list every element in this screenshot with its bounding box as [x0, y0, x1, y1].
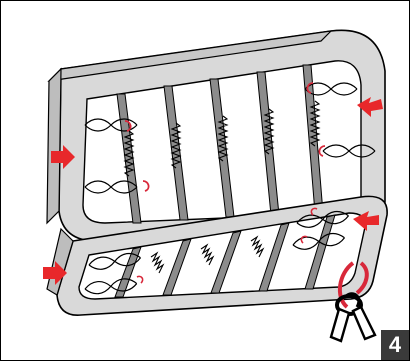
step-number-badge: 4 [381, 330, 409, 360]
